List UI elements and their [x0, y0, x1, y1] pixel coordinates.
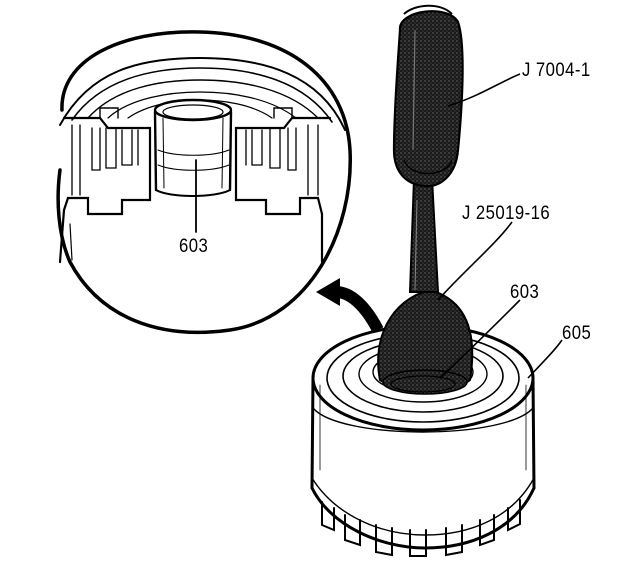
inset-housing-left	[58, 116, 152, 264]
hub-right-wall	[228, 110, 233, 192]
label-605: 605	[562, 323, 592, 344]
label-j25019-16: J 25019-16	[462, 203, 551, 224]
hub-bottom	[155, 189, 231, 197]
leader-lines	[437, 73, 563, 379]
direction-arrow	[316, 278, 384, 333]
inset-ring-5	[127, 99, 273, 119]
hub-top	[153, 98, 233, 122]
tool-adapter	[377, 288, 474, 395]
hub-left-wall	[153, 110, 158, 192]
tool-shaft	[408, 177, 440, 293]
inset-ring-3	[87, 79, 319, 119]
detail-inset	[56, 30, 352, 335]
sun-gear-housing	[310, 324, 536, 557]
leader-603-main	[439, 299, 521, 379]
inset-ring-4	[107, 91, 297, 119]
leader-j7004	[447, 73, 521, 107]
label-603-main: 603	[510, 282, 540, 303]
inset-housing-right	[234, 116, 332, 264]
inset-circle	[56, 30, 352, 335]
inset-ring-1	[59, 56, 346, 131]
label-j7004-1: J 7004-1	[522, 60, 591, 81]
leader-j25019	[437, 221, 513, 301]
housing-right-wall	[531, 376, 536, 490]
tool-handle	[392, 4, 464, 188]
housing-left-wall	[310, 376, 315, 490]
inset-ring-2	[71, 67, 333, 123]
label-603-inset: 603	[179, 236, 209, 257]
leader-605	[527, 339, 563, 379]
